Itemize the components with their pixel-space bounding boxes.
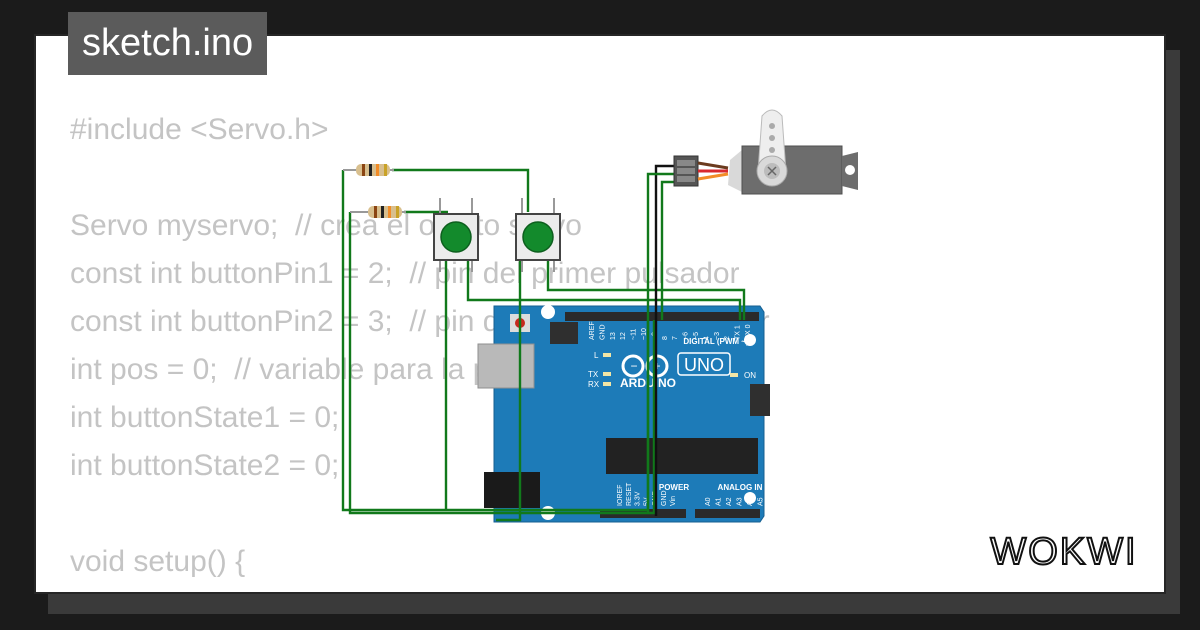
resistor-2[interactable] bbox=[350, 206, 406, 218]
icsp-header bbox=[550, 322, 578, 344]
pin-label: 8 bbox=[662, 336, 669, 340]
pin-label: 2 bbox=[724, 336, 731, 340]
wire-green bbox=[660, 180, 676, 320]
code-line: #include <Servo.h> bbox=[70, 113, 329, 146]
pin-label: A0 bbox=[705, 497, 712, 506]
pin-label: IOREF bbox=[617, 485, 624, 506]
pin-label: A3 bbox=[737, 497, 744, 506]
code-line: int buttonState1 = 0; bbox=[70, 401, 340, 434]
atmega-chip bbox=[606, 438, 758, 474]
pin-label: 4 bbox=[703, 336, 710, 340]
pin-label: ~5 bbox=[693, 332, 700, 340]
wire-green bbox=[348, 212, 656, 515]
power-jack bbox=[484, 472, 540, 508]
pin-label: ~11 bbox=[631, 329, 638, 340]
pin-label: 13 bbox=[610, 332, 617, 340]
pin-label: ~6 bbox=[683, 332, 690, 340]
pin-label: RX 0 bbox=[745, 324, 752, 340]
code-line: void setup() { bbox=[70, 545, 246, 578]
pin-label: TX 1 bbox=[735, 325, 742, 340]
wire-green bbox=[392, 168, 530, 212]
pushbutton-2[interactable] bbox=[515, 198, 561, 272]
wokwi-logo[interactable]: WOKWI bbox=[976, 528, 1152, 576]
pin-label: 12 bbox=[620, 332, 627, 340]
pushbutton-1[interactable] bbox=[433, 198, 479, 272]
pin-label: A2 bbox=[726, 497, 733, 506]
pin-label: A1 bbox=[716, 497, 723, 506]
wire-green bbox=[496, 260, 522, 522]
on-led bbox=[730, 373, 738, 377]
rx-label: RX bbox=[588, 380, 600, 389]
icsp-header-2 bbox=[750, 384, 770, 416]
mounting-hole bbox=[744, 334, 756, 346]
logo-minus: − bbox=[630, 359, 637, 373]
pin-label: ~10 bbox=[641, 328, 648, 340]
wokwi-logo-text: WOKWI bbox=[990, 531, 1137, 573]
pin-label: GND bbox=[599, 324, 606, 340]
tx-led bbox=[603, 372, 611, 376]
analog-header bbox=[695, 509, 760, 518]
servo-motor[interactable] bbox=[673, 109, 858, 195]
pin-label: RESET bbox=[626, 482, 633, 506]
mounting-hole bbox=[541, 305, 555, 319]
pin-label: Vin bbox=[670, 496, 677, 506]
arduino-uno-board[interactable]: − + ARDUINO UNO DIGITAL (PWM ~) POWER AN… bbox=[477, 305, 770, 523]
board-model: UNO bbox=[684, 355, 724, 375]
l-led bbox=[603, 353, 611, 357]
wire-green bbox=[646, 172, 676, 514]
on-label: ON bbox=[744, 371, 756, 380]
sketch-title: sketch.ino bbox=[68, 12, 268, 75]
pin-label: 3.3V bbox=[635, 491, 642, 506]
wire-black bbox=[654, 164, 676, 516]
pin-label: 7 bbox=[672, 336, 679, 340]
code-line: int buttonState2 = 0; bbox=[70, 449, 340, 482]
wire-green bbox=[466, 260, 742, 320]
usb-port bbox=[477, 343, 535, 389]
digital-label: DIGITAL (PWM ~) bbox=[683, 337, 749, 346]
analog-label: ANALOG IN bbox=[718, 483, 763, 492]
pin-label: A4 bbox=[747, 497, 754, 506]
tx-label: TX bbox=[588, 370, 599, 379]
pin-label: ~3 bbox=[714, 332, 721, 340]
resistor-1[interactable] bbox=[343, 164, 394, 176]
pin-label: AREF bbox=[589, 321, 596, 340]
wires bbox=[341, 164, 746, 522]
uno-badge bbox=[677, 352, 731, 376]
l-label: L bbox=[594, 351, 599, 360]
power-label: POWER bbox=[659, 483, 689, 492]
rx-led bbox=[603, 382, 611, 386]
pin-label: A5 bbox=[758, 497, 765, 506]
pin-label: GND bbox=[661, 490, 668, 506]
mounting-hole bbox=[744, 492, 756, 504]
wire-green bbox=[546, 260, 746, 320]
